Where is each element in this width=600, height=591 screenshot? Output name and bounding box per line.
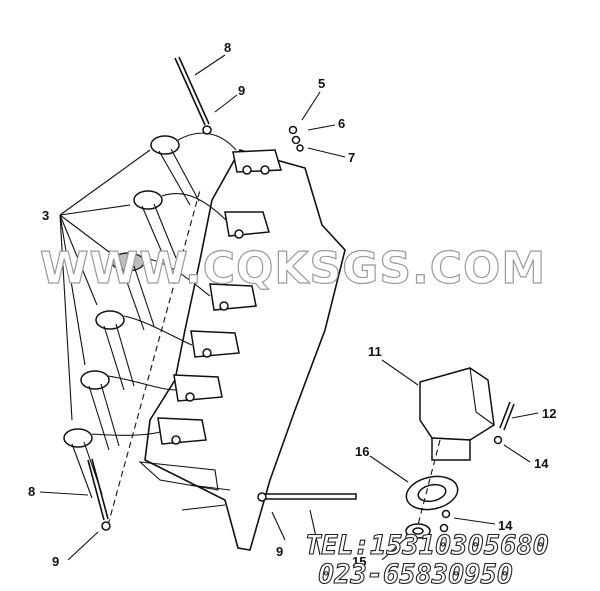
leader-lines bbox=[39, 54, 539, 561]
housing-plate bbox=[138, 149, 346, 551]
callout-8-top: 8 bbox=[224, 40, 231, 55]
callout-12: 12 bbox=[542, 406, 556, 421]
dashed-centerline-left bbox=[107, 189, 201, 526]
bolt-left bbox=[87, 458, 111, 531]
injectors bbox=[63, 135, 200, 499]
callout-7: 7 bbox=[348, 150, 355, 165]
bottom-rod bbox=[257, 492, 357, 502]
bolt-12 bbox=[493, 401, 515, 445]
callout-9-left: 9 bbox=[52, 554, 59, 569]
callout-15: 15 bbox=[352, 554, 366, 569]
gasket-16 bbox=[405, 475, 459, 511]
callout-6: 6 bbox=[338, 116, 345, 131]
callout-8-left: 8 bbox=[28, 484, 35, 499]
watermark-phone: 023-65830950 bbox=[318, 559, 513, 590]
callout-9-top: 9 bbox=[238, 83, 245, 98]
callout-3: 3 bbox=[42, 208, 49, 223]
callout-9-bottom: 9 bbox=[276, 544, 283, 559]
dashed-axis-right bbox=[417, 439, 441, 526]
callout-14-right: 14 bbox=[534, 456, 549, 471]
watermark-tel: TEL:15310305680 bbox=[305, 530, 549, 561]
flange-15 bbox=[405, 523, 431, 539]
watermark-site: WWW.CQKSGS.COM bbox=[40, 243, 546, 294]
washers-14 bbox=[439, 509, 451, 533]
injector-cradles bbox=[157, 149, 282, 445]
housing-11 bbox=[419, 367, 495, 461]
callout-11: 11 bbox=[368, 344, 382, 359]
bolt-top bbox=[174, 56, 212, 135]
callout-16: 16 bbox=[355, 444, 369, 459]
callout-14-lower: 14 bbox=[498, 518, 513, 533]
callout-5: 5 bbox=[318, 76, 325, 91]
fittings-5-6-7 bbox=[288, 125, 304, 152]
